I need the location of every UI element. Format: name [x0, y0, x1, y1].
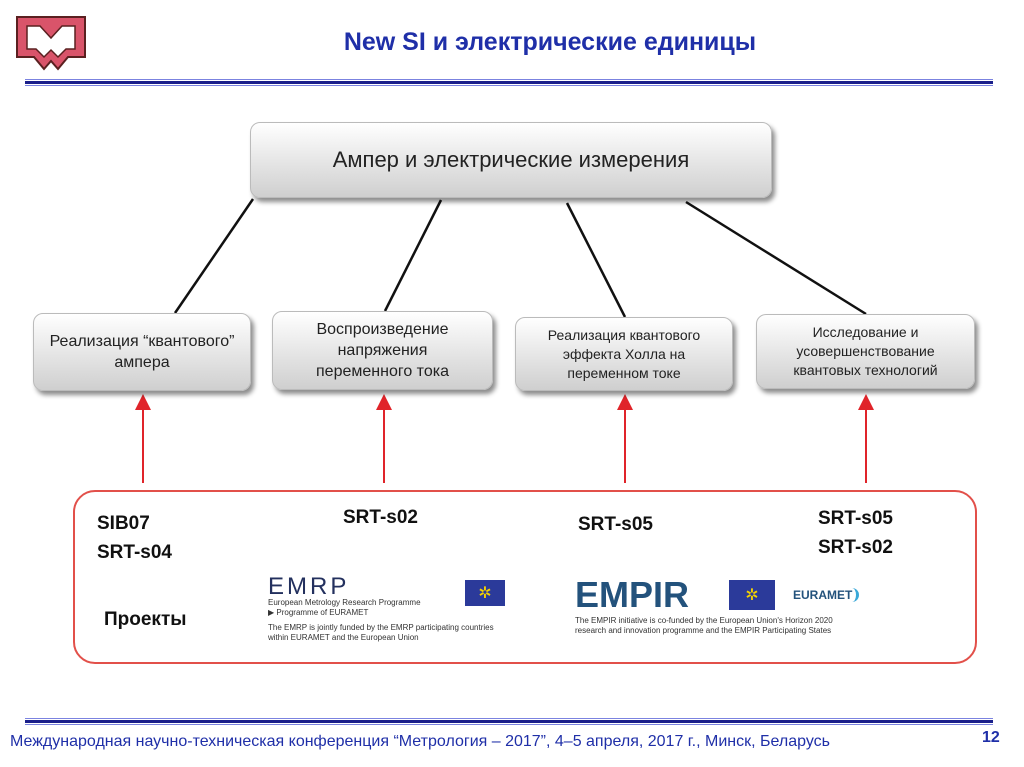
branch-node-ac-qhe: Реализация квантового эффекта Холла на п… [515, 317, 733, 391]
euramet-logo: EURAMET [793, 588, 860, 602]
page-title: New SI и электрические единицы [343, 28, 757, 56]
institute-m-logo [16, 16, 86, 71]
root-node: Ампер и электрические измерения [250, 122, 772, 198]
footer-divider [25, 718, 993, 725]
header-divider [25, 79, 993, 86]
eu-flag-icon: ✲ [729, 580, 775, 610]
projects-branch-2: SRT-s02 [343, 507, 418, 528]
eu-flag-icon: ✲ [465, 580, 505, 606]
branch-node-quantum-ampere: Реализация “квантового” ампера [33, 313, 251, 391]
branch-node-ac-voltage: Воспроизведение напряжения переменного т… [272, 311, 493, 390]
empir-logo: EMPIR The EMPIR initiative is co-funded … [575, 574, 833, 636]
projects-panel [73, 490, 977, 664]
emrp-logo: EMRP European Metrology Research Program… [268, 573, 494, 643]
projects-branch-3: SRT-s05 [578, 514, 653, 535]
projects-label: Проекты [104, 609, 187, 630]
page-number: 12 [982, 729, 1000, 746]
branch-node-quantum-tech: Исследование и усовершенствование кванто… [756, 314, 975, 389]
footer-text: Международная научно-техническая конфере… [10, 733, 830, 750]
